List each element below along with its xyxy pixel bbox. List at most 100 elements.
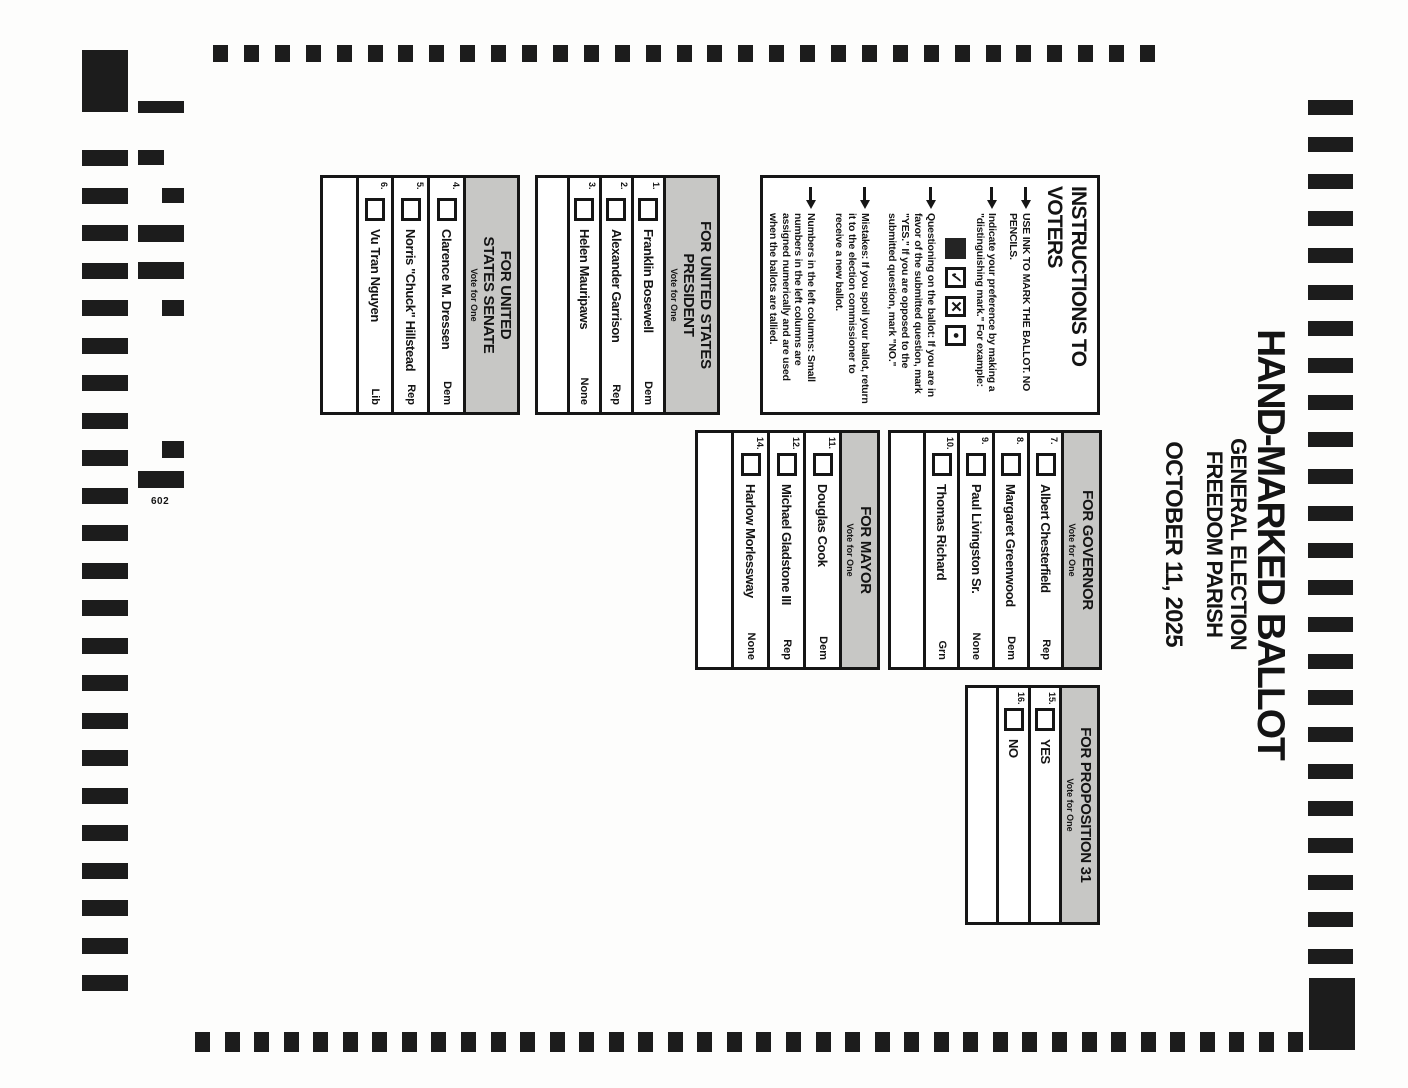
candidate-number: 6. xyxy=(379,182,390,190)
candidate-row: 7. Albert Chesterfield Rep xyxy=(1026,433,1062,667)
timing-mark xyxy=(82,712,128,729)
timing-mark xyxy=(254,1032,270,1052)
timing-mark xyxy=(583,45,599,62)
timing-mark xyxy=(460,1032,476,1052)
instruction-lead: Questioning on the ballot: xyxy=(924,213,937,338)
timing-mark xyxy=(1308,136,1353,152)
timing-mark xyxy=(1308,542,1353,558)
instruction-bullet: USE INK TO MARK THE BALLOT. NO PENCILS. xyxy=(1006,178,1032,412)
timing-mark xyxy=(831,45,846,62)
candidate-name: Margaret Greenwood xyxy=(1003,484,1019,607)
no-row: 16. NO xyxy=(996,688,1028,922)
example-marks-row: ✓ ✕ ● xyxy=(944,238,966,412)
instruction-bullet: Questioning on the ballot: If you are in… xyxy=(886,178,937,412)
timing-mark xyxy=(1308,874,1353,890)
candidate-checkbox[interactable] xyxy=(365,198,386,221)
candidate-checkbox[interactable] xyxy=(1000,453,1021,476)
candidate-checkbox[interactable] xyxy=(812,453,833,476)
timing-mark xyxy=(845,1032,861,1052)
candidate-checkbox[interactable] xyxy=(638,198,659,221)
contest-header: FOR UNITED STATES PRESIDENT Vote for One xyxy=(663,178,717,412)
timing-mark xyxy=(1258,1032,1274,1052)
timing-mark xyxy=(372,1032,388,1052)
contest-header: FOR PROPOSITION 31 Vote for One xyxy=(1059,688,1097,922)
timing-mark xyxy=(800,45,816,62)
candidate-row: 14. Harlow Morlessway None xyxy=(731,433,768,667)
contest-senate-box: FOR UNITED STATES SENATE Vote for One 4.… xyxy=(320,175,520,415)
timing-mark xyxy=(1308,505,1353,521)
write-in-row xyxy=(698,433,731,667)
timing-mark xyxy=(336,45,352,62)
timing-mark xyxy=(1308,358,1353,374)
candidate-checkbox[interactable] xyxy=(740,453,761,476)
candidate-row: 1. Franklin Bosewell Dem xyxy=(631,178,663,412)
candidate-party: Rep xyxy=(610,384,623,405)
candidate-checkbox[interactable] xyxy=(574,198,595,221)
timing-mark xyxy=(162,300,184,316)
candidate-number: 16. xyxy=(1016,692,1026,705)
candidate-row: 2. Alexander Garrison Rep xyxy=(599,178,631,412)
timing-mark xyxy=(313,1032,329,1052)
candidate-party: None xyxy=(970,632,983,661)
candidate-number: 1. xyxy=(651,182,661,190)
candidate-name: Alexander Garrison xyxy=(609,229,624,343)
candidate-name: Vu Tran Nguyen xyxy=(367,229,383,322)
yes-checkbox[interactable] xyxy=(1035,708,1056,731)
candidate-number: 9. xyxy=(980,437,991,445)
candidate-row: 9. Paul Livingston Sr. None xyxy=(957,433,993,667)
contest-header: FOR UNITED STATES SENATE Vote for One xyxy=(463,178,517,412)
candidate-checkbox[interactable] xyxy=(400,198,421,221)
timing-mark xyxy=(815,1032,831,1052)
candidate-number: 14. xyxy=(755,437,766,450)
timing-mark xyxy=(305,45,321,62)
timing-mark xyxy=(1308,321,1353,337)
candidate-checkbox[interactable] xyxy=(966,453,987,476)
timing-mark xyxy=(1170,1032,1186,1052)
timing-mark xyxy=(274,45,290,62)
candidate-party: None xyxy=(744,632,757,661)
timing-mark xyxy=(676,45,692,62)
timing-mark xyxy=(82,825,128,841)
timing-mark xyxy=(82,787,128,804)
instructions-box: INSTRUCTIONS TO VOTERS USE INK TO MARK T… xyxy=(760,175,1100,415)
timing-mark xyxy=(756,1032,772,1052)
contest-governor-box: FOR GOVERNOR Vote for One 7. Albert Ches… xyxy=(888,430,1102,670)
timing-mark xyxy=(82,937,128,954)
timing-mark xyxy=(861,45,877,62)
timing-mark xyxy=(82,375,128,391)
timing-mark xyxy=(82,300,128,316)
candidate-number: 3. xyxy=(587,182,597,190)
timing-mark xyxy=(243,45,259,62)
timing-mark xyxy=(738,45,754,62)
timing-mark xyxy=(82,225,128,241)
yes-row: 15. YES xyxy=(1028,688,1060,922)
candidate-checkbox[interactable] xyxy=(606,198,627,221)
right-arrow-icon xyxy=(925,186,936,213)
timing-mark xyxy=(1308,284,1353,300)
candidate-name: Harlow Morlessway xyxy=(743,484,759,598)
timing-mark xyxy=(1140,1032,1156,1052)
timing-mark xyxy=(82,262,128,279)
candidate-party: Grn xyxy=(935,640,948,660)
timing-mark xyxy=(552,45,568,62)
no-checkbox[interactable] xyxy=(1003,708,1024,731)
candidate-party: Dem xyxy=(816,636,829,660)
candidate-checkbox[interactable] xyxy=(1035,453,1056,476)
candidate-party: Lib xyxy=(369,388,382,406)
dot-mark-icon: ● xyxy=(944,325,966,346)
vote-for-label: Vote for One xyxy=(469,268,479,322)
candidate-checkbox[interactable] xyxy=(436,198,457,221)
candidate-checkbox[interactable] xyxy=(931,453,952,476)
candidate-party: None xyxy=(578,377,591,406)
timing-mark xyxy=(1308,690,1353,706)
candidate-row: 6. Vu Tran Nguyen Lib xyxy=(355,178,392,412)
timing-mark xyxy=(985,45,1001,62)
timing-mark xyxy=(645,45,661,62)
timing-mark xyxy=(1109,45,1125,62)
contest-title: FOR GOVERNOR xyxy=(1079,490,1096,610)
contest-proposition-box: FOR PROPOSITION 31 Vote for One 15. YES … xyxy=(965,685,1100,925)
candidate-checkbox[interactable] xyxy=(776,453,797,476)
timing-mark xyxy=(1051,1032,1067,1052)
contest-title: FOR UNITED STATES SENATE xyxy=(480,236,515,354)
